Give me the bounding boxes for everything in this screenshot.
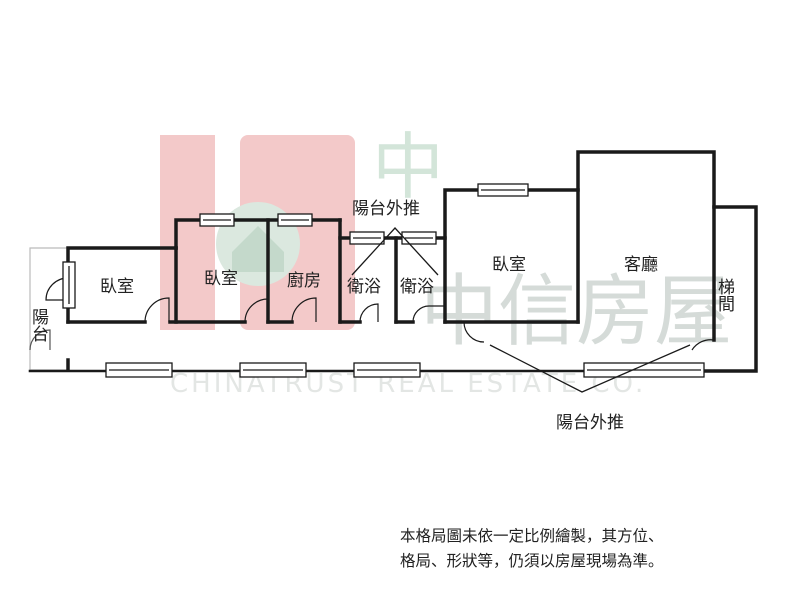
label-bedroom-2: 臥室: [204, 269, 238, 289]
window-bathroom1: [349, 231, 385, 245]
window-bottom-2: [239, 362, 307, 378]
label-balcony-push-top: 陽台外推: [352, 199, 420, 219]
wall-stairwell: [704, 205, 758, 373]
disclaimer: 本格局圖未依一定比例繪製，其方位、 格局、形狀等，仍須以房屋現場為準。: [400, 524, 790, 574]
label-kitchen: 廚房: [287, 270, 321, 291]
door-bedroom2: [244, 298, 269, 323]
label-living-room: 客廳: [624, 255, 658, 275]
door-stairwell: [691, 339, 715, 351]
window-bottom-1: [105, 362, 173, 378]
watermark-house-icon: [232, 226, 284, 272]
door-bedroom3: [463, 321, 485, 343]
disclaimer-line-1: 本格局圖未依一定比例繪製，其方位、: [400, 527, 664, 545]
label-bedroom-3: 臥室: [492, 255, 526, 275]
window-bathroom2: [401, 231, 437, 245]
label-bathroom-1: 衛浴: [347, 277, 381, 297]
windows: [62, 183, 705, 378]
window-bottom-4: [583, 362, 705, 378]
door-bedroom1: [144, 297, 170, 323]
room-labels: 陽台 臥室 臥室 廚房 衛浴 衛浴 臥室 客廳 梯間 陽台外推 陽台外推: [28, 199, 735, 433]
label-bedroom-1: 臥室: [100, 277, 134, 297]
window-balcony-left: [62, 261, 76, 309]
window-bedroom2: [199, 213, 235, 227]
label-stairwell: 梯間: [714, 278, 735, 313]
window-bottom-3: [353, 362, 421, 378]
watermark-logo-block-left: [160, 135, 215, 330]
disclaimer-line-2: 格局、形狀等，仍須以房屋現場為準。: [400, 552, 664, 570]
door-bathroom2: [412, 305, 445, 323]
wall-bedroom1-top: [66, 246, 178, 264]
window-kitchen: [277, 213, 313, 227]
watermark-chinese-part1: 中: [372, 125, 444, 209]
doors: [29, 277, 715, 351]
window-bedroom3: [477, 183, 529, 197]
door-bathroom1: [359, 303, 379, 323]
watermark-chinese: 中信房屋: [420, 267, 732, 357]
door-kitchen: [291, 297, 317, 323]
label-balcony-line1: 陽台: [28, 308, 48, 342]
walls: [28, 150, 758, 373]
label-balcony-push-bottom: 陽台外推: [556, 413, 624, 433]
annotation-lines: [351, 227, 691, 393]
balcony-push-bottom-pointer: [489, 344, 691, 393]
wall-bedroom3: [443, 188, 580, 324]
balcony-push-top-pointer: [351, 227, 439, 276]
wall-living: [576, 150, 716, 342]
door-balcony-lower: [29, 329, 51, 351]
label-bathroom-2: 衛浴: [400, 277, 434, 297]
